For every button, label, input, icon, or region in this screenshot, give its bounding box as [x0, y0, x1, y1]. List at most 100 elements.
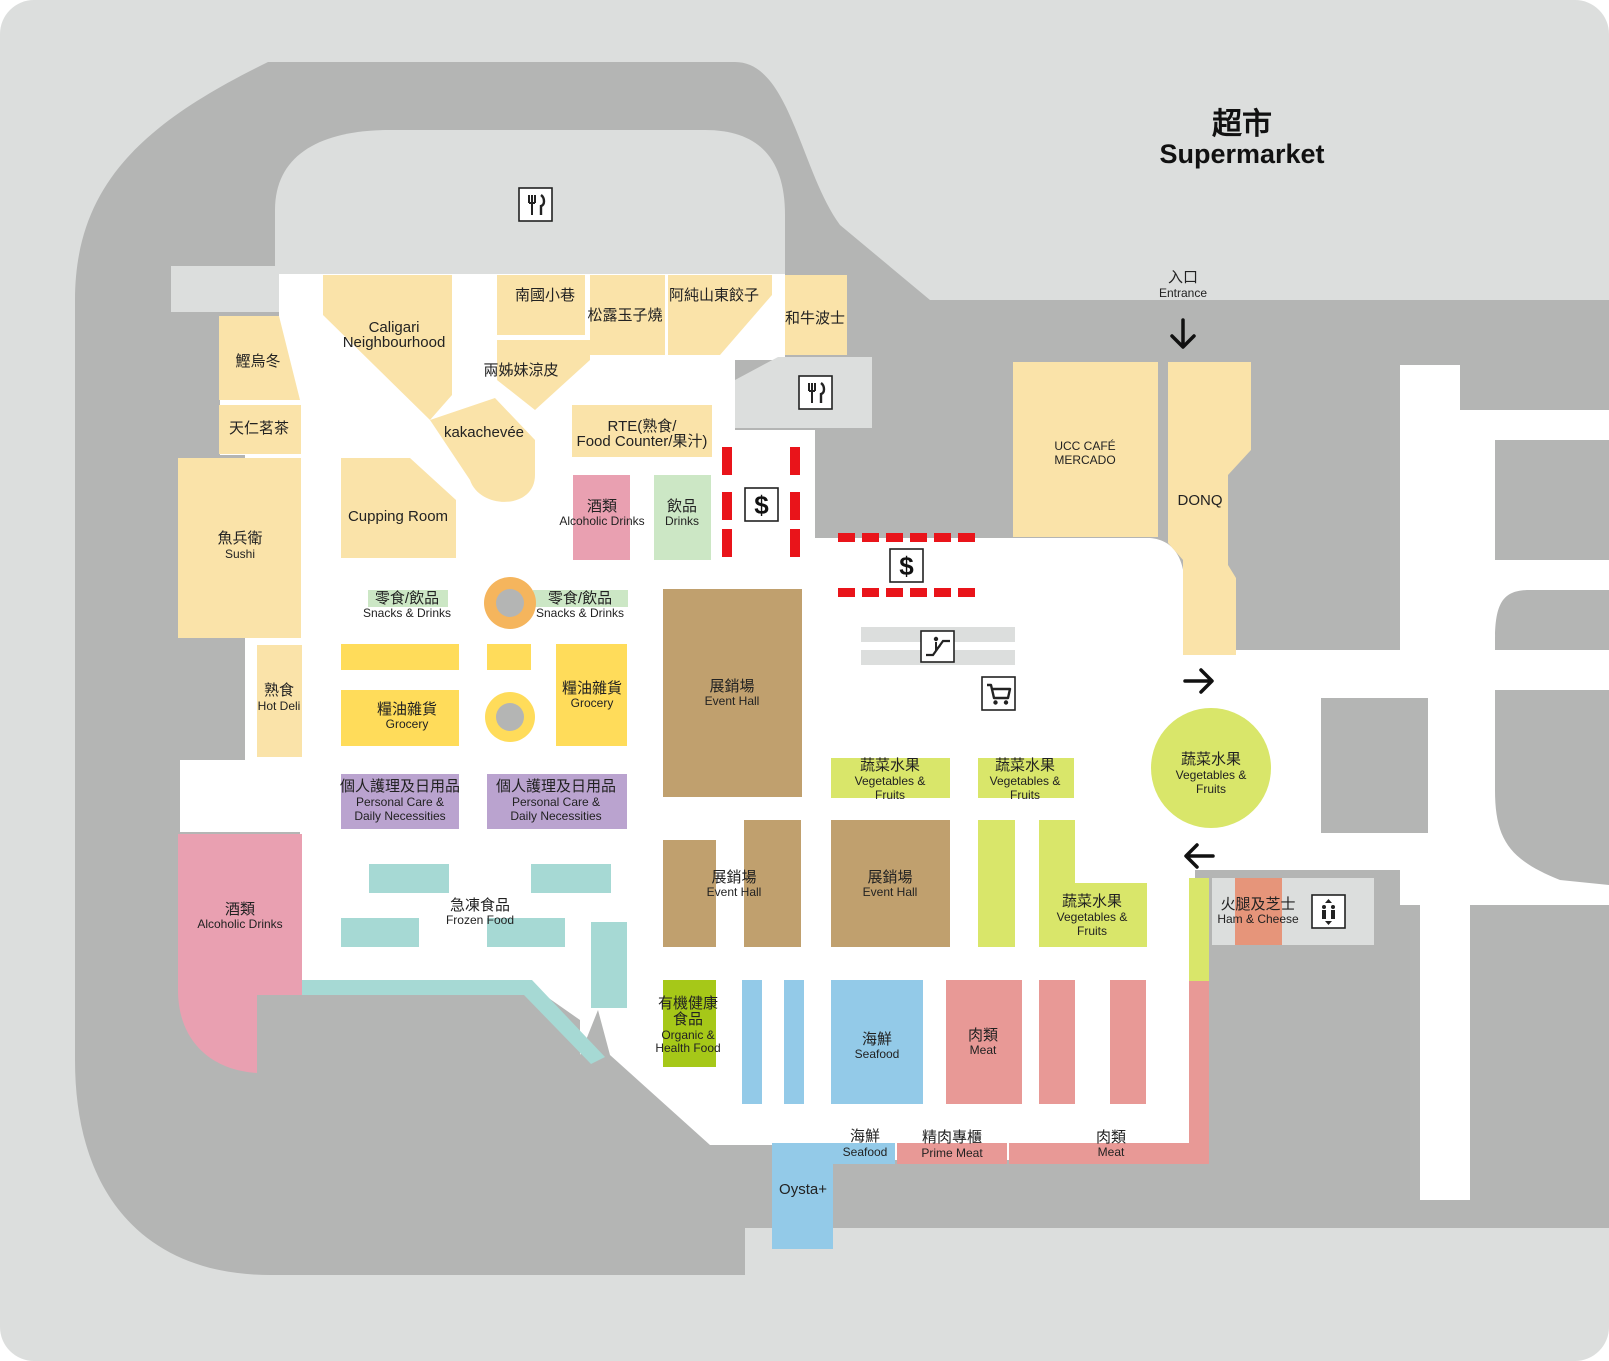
label-alcohol-large-zh: 酒類: [225, 901, 255, 918]
shop-liangzi: [497, 295, 590, 410]
label-event-c-zh: 展銷場: [867, 869, 912, 886]
escalator-icon: [920, 630, 955, 663]
label-seafood-zh: 海鮮: [862, 1031, 892, 1048]
label-grocery-right-zh: 糧油雜貨: [562, 680, 622, 697]
round-display-upper-core: [496, 589, 524, 617]
elevator-icon: [1311, 894, 1346, 929]
shelf-seafood-2: [784, 980, 804, 1104]
label-veg-4-en-2: Fruits: [1077, 924, 1107, 938]
checkout-line-vertical: [722, 447, 800, 557]
shelf-seafood-1: [742, 980, 762, 1104]
label-veg-4-en-1: Vegetables &: [1057, 910, 1128, 924]
zone-personal-left: [341, 774, 459, 829]
shelf-grocery-top-mid: [487, 644, 531, 670]
svg-text:$: $: [754, 490, 769, 520]
zone-personal-right: [487, 774, 627, 829]
label-veg-2-en-1: Vegetables &: [990, 774, 1061, 788]
label-seafood-counter-zh: 海鮮: [850, 1128, 880, 1145]
fork-knife-icon: [798, 375, 833, 410]
counter-prime-meat: [897, 1143, 1007, 1164]
title-zh: 超市: [1212, 107, 1272, 141]
service-corridor: [171, 266, 279, 312]
label-event-ab-en: Event Hall: [707, 885, 762, 899]
label-grocery-left-en: Grocery: [386, 717, 429, 731]
label-ham-zh: 火腿及芝士: [1220, 896, 1295, 913]
snacks-label-bg-right: [533, 590, 628, 607]
zone-organic: [663, 980, 716, 1067]
zone-event-hall-a: [663, 840, 716, 947]
label-frozen-zh: 急凍食品: [450, 897, 510, 914]
label-personal-left-en-1: Personal Care &: [356, 795, 444, 809]
zone-grocery-left: [341, 690, 459, 746]
label-event-ab-zh: 展銷場: [711, 869, 756, 886]
shelf-meat-3: [1110, 980, 1146, 1104]
entrance-label-en: Entrance: [1159, 286, 1207, 300]
zone-alcohol-drinks: [573, 475, 630, 560]
label-hotdeli-en: Hot Deli: [258, 699, 301, 713]
label-ucc-2: MERCADO: [1054, 453, 1115, 467]
label-veg-4-zh: 蔬菜水果: [1062, 893, 1122, 910]
zone-grocery-right: [556, 644, 627, 746]
label-personal-right-en-1: Personal Care &: [512, 795, 600, 809]
zone-event-hall-b: [744, 820, 801, 947]
left-arrow: [1184, 843, 1215, 869]
shop-songlu: [590, 275, 665, 355]
label-cupping: Cupping Room: [348, 508, 448, 525]
label-drinks-en: Drinks: [665, 514, 699, 528]
shop-achun: [668, 275, 772, 355]
label-snacks-left-zh: 零食/飲品: [375, 590, 439, 607]
label-frozen-en: Frozen Food: [446, 913, 514, 927]
shelf-veg-3: [978, 820, 1015, 947]
label-personal-right-en-2: Daily Necessities: [510, 809, 601, 823]
exterior-block: [1321, 698, 1428, 833]
zone-veg-4: [1039, 820, 1147, 947]
label-udon: 鰹烏冬: [235, 353, 280, 370]
shelf-frozen-3: [341, 918, 419, 947]
label-donq: DONQ: [1178, 492, 1223, 509]
label-rte-1: RTE(熟食/: [608, 418, 678, 435]
label-seafood-en: Seafood: [855, 1047, 900, 1061]
title-en: Supermarket: [1159, 139, 1324, 169]
shopping-cart-icon: [981, 676, 1016, 711]
label-prime-meat-en: Prime Meat: [921, 1146, 983, 1160]
label-event-c-en: Event Hall: [863, 885, 918, 899]
shelf-frozen-1: [369, 864, 449, 893]
counter-meat-vertical: [1189, 981, 1209, 1164]
shelf-meat-2: [1039, 980, 1075, 1104]
shelf-frozen-5: [591, 922, 627, 1008]
label-nanguo: 南國小巷: [515, 287, 575, 304]
label-event-main-zh: 展銷場: [709, 678, 754, 695]
zone-alcohol-large: [178, 834, 302, 1073]
label-veg-round-zh: 蔬菜水果: [1181, 751, 1241, 768]
label-songlu: 松露玉子燒: [587, 307, 662, 324]
shop-kakachevee: [430, 398, 535, 502]
label-personal-right-zh: 個人護理及日用品: [496, 778, 616, 795]
checkout-line-horizontal: [838, 533, 975, 597]
label-ham-en: Ham & Cheese: [1217, 912, 1299, 926]
label-hotdeli-zh: 熟食: [264, 682, 294, 699]
label-sushi-en: Sushi: [225, 547, 255, 561]
zone-veg-round: [1151, 708, 1271, 828]
zone-meat: [946, 980, 1022, 1104]
shelf-veg-strip: [1189, 878, 1209, 981]
counter-oysta: [772, 1143, 833, 1249]
label-veg-round-en-2: Fruits: [1196, 782, 1226, 796]
label-alcohol-large-en: Alcoholic Drinks: [197, 917, 282, 931]
dollar-icon: $: [889, 548, 924, 583]
shop-nanguo: [497, 275, 585, 335]
label-meat-en: Meat: [970, 1043, 997, 1057]
label-tianren: 天仁茗茶: [229, 420, 289, 437]
label-veg-1-en-1: Vegetables &: [855, 774, 926, 788]
label-veg-2-en-2: Fruits: [1010, 788, 1040, 802]
label-achun: 阿純山東餃子: [669, 286, 759, 304]
shop-hotdeli: [257, 645, 302, 757]
zone-veg-1: [831, 758, 950, 798]
counter-ham-cheese: [1235, 878, 1282, 945]
label-meat-counter-zh: 肉類: [1096, 1129, 1126, 1146]
label-seafood-counter-en: Seafood: [843, 1145, 888, 1159]
shop-ucc: [1013, 362, 1158, 537]
label-meat-zh: 肉類: [968, 1027, 998, 1044]
label-oysta: Oysta+: [779, 1181, 827, 1198]
shelf-frozen-4: [487, 918, 565, 947]
